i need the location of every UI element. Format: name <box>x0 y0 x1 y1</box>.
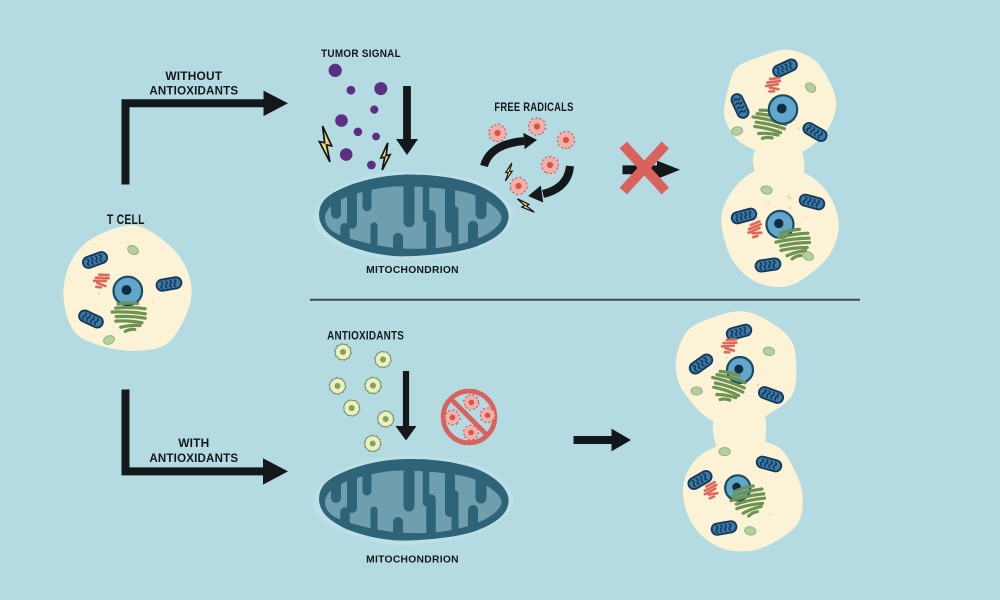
svg-text:WITHOUT: WITHOUT <box>165 69 222 83</box>
svg-text:TUMOR SIGNAL: TUMOR SIGNAL <box>321 48 401 61</box>
svg-text:ANTIOXIDANTS: ANTIOXIDANTS <box>149 452 238 465</box>
svg-text:FREE RADICALS: FREE RADICALS <box>494 101 573 114</box>
svg-text:ANTIOXIDANTS: ANTIOXIDANTS <box>327 330 404 343</box>
svg-text:ANTIOXIDANTS: ANTIOXIDANTS <box>149 84 238 97</box>
svg-text:WITH: WITH <box>178 436 209 450</box>
svg-text:MITOCHONDRION: MITOCHONDRION <box>366 265 459 276</box>
svg-text:T CELL: T CELL <box>107 211 145 227</box>
svg-text:MITOCHONDRION: MITOCHONDRION <box>366 554 459 565</box>
